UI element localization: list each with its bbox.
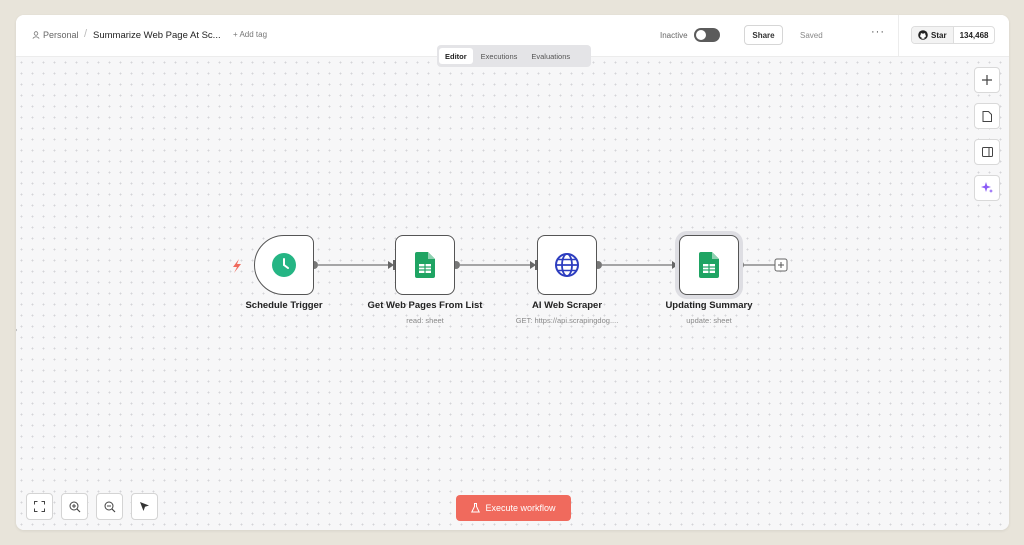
panel-icon — [981, 147, 993, 157]
divider — [898, 15, 899, 57]
saved-status: Saved — [800, 31, 823, 40]
active-toggle[interactable] — [694, 28, 720, 42]
zoom-in-button[interactable] — [61, 493, 88, 520]
ai-sparkle-icon — [981, 182, 993, 193]
globe-icon — [555, 253, 579, 277]
tab-editor[interactable]: Editor — [439, 48, 473, 64]
connection-1 — [310, 260, 397, 270]
zoom-out-icon — [104, 501, 115, 512]
node-label: Updating Summary — [665, 300, 753, 311]
cursor-icon — [140, 502, 149, 511]
zoom-in-icon — [69, 501, 80, 512]
toggle-knob — [696, 30, 706, 40]
fit-view-button[interactable] — [26, 493, 53, 520]
select-tool-button[interactable] — [131, 493, 158, 520]
github-star-widget[interactable]: Star 134,468 — [911, 26, 996, 44]
execute-workflow-button[interactable]: Execute workflow — [456, 495, 571, 521]
status-label: Inactive — [660, 31, 688, 40]
plus-icon — [982, 75, 992, 85]
node-schedule-trigger[interactable] — [254, 235, 314, 295]
output-handle[interactable] — [736, 258, 788, 272]
node-updating-summary[interactable] — [679, 235, 739, 295]
connection-3 — [594, 260, 681, 270]
google-sheets-icon — [415, 252, 435, 278]
toggle-panel-button[interactable] — [974, 139, 1000, 165]
connections — [233, 258, 788, 273]
execute-workflow-label: Execute workflow — [485, 503, 556, 513]
github-star-label: Star — [931, 30, 947, 40]
flask-icon — [471, 503, 481, 513]
ai-assistant-button[interactable] — [974, 175, 1000, 201]
node-ai-web-scraper[interactable] — [537, 235, 597, 295]
user-icon — [32, 31, 40, 39]
zoom-controls — [26, 493, 158, 520]
github-icon — [918, 30, 928, 40]
node-label: Get Web Pages From List — [367, 300, 483, 311]
github-star-button[interactable]: Star — [912, 27, 954, 43]
breadcrumb-owner-label: Personal — [43, 30, 79, 40]
tab-executions[interactable]: Executions — [480, 51, 518, 61]
connection-2 — [452, 260, 539, 270]
add-tag-link[interactable]: + Add tag — [233, 30, 268, 39]
fit-view-icon — [34, 501, 45, 512]
breadcrumb-separator: / — [84, 28, 88, 40]
tab-evaluations[interactable]: Evaluations — [531, 51, 571, 61]
node-subtitle: GET: https://api.scrapingdog.... — [515, 316, 619, 325]
collapse-sidebar-icon[interactable]: › — [16, 327, 17, 334]
view-tabs: Editor Executions Evaluations — [437, 45, 591, 67]
more-options-button[interactable]: ··· — [871, 26, 885, 38]
workflow-title[interactable]: Summarize Web Page At Sc... — [93, 30, 221, 41]
add-node-button[interactable] — [974, 67, 1000, 93]
app-window: › — [16, 15, 1009, 530]
node-subtitle: update: sheet — [686, 316, 732, 325]
google-sheets-icon — [699, 252, 719, 278]
node-get-web-pages[interactable] — [395, 235, 455, 295]
node-subtitle: read: sheet — [406, 316, 444, 325]
node-label: Schedule Trigger — [245, 300, 323, 311]
breadcrumb-owner[interactable]: Personal — [32, 30, 79, 40]
node-label: AI Web Scraper — [531, 300, 603, 311]
github-star-count: 134,468 — [959, 30, 989, 40]
add-sticky-note-button[interactable] — [974, 103, 1000, 129]
trigger-bolt-icon — [233, 259, 241, 273]
clock-icon — [272, 253, 296, 277]
zoom-out-button[interactable] — [96, 493, 123, 520]
sticky-note-icon — [982, 110, 992, 122]
share-button[interactable]: Share — [744, 25, 783, 45]
workflow-canvas[interactable]: › — [16, 57, 1009, 530]
canvas-side-toolbar — [974, 67, 1000, 201]
